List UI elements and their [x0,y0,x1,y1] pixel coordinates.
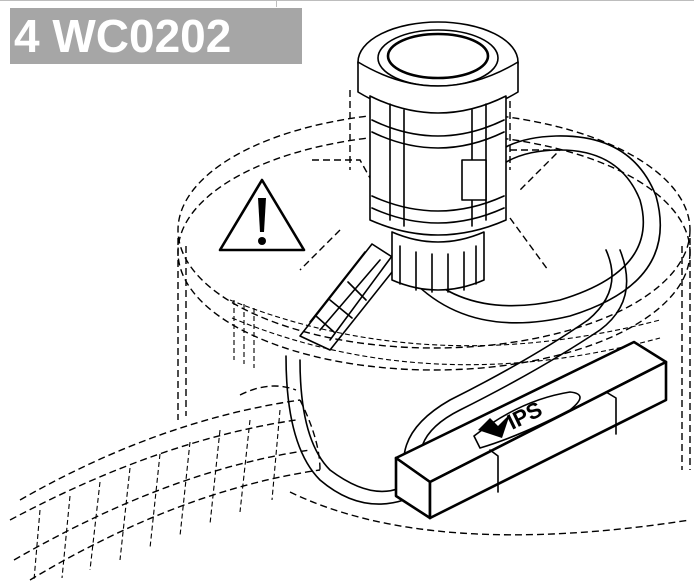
recess-cavity [177,111,691,536]
fixture-body [357,21,519,293]
top-rule [0,0,694,7]
warning-triangle-icon [218,178,306,252]
cable-loop [285,135,661,505]
ips-connector [394,340,668,520]
product-code-label: 4 WC0202 [10,8,302,64]
flexible-conduit [9,385,321,581]
cable-sleeve [299,243,401,351]
top-rule-tick [276,1,277,7]
